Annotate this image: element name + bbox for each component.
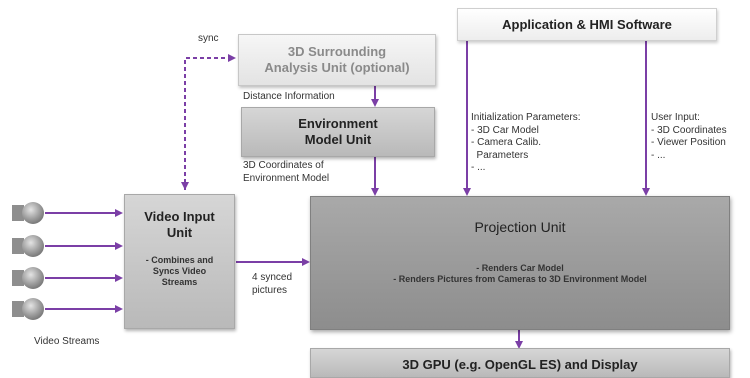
init-params-line2: - 3D Car Model bbox=[471, 124, 539, 136]
synced-pictures-label: 4 synced pictures bbox=[252, 272, 292, 297]
sync-label: sync bbox=[198, 33, 219, 44]
video-streams-label: Video Streams bbox=[34, 336, 100, 347]
projection-unit-box: Projection Unit - Renders Car Model - Re… bbox=[310, 196, 730, 330]
env-title-line1: Environment bbox=[298, 116, 378, 131]
app-hmi-box: Application & HMI Software bbox=[457, 8, 717, 41]
camera-icon bbox=[12, 298, 44, 320]
init-params-line1: Initialization Parameters: bbox=[471, 112, 581, 123]
user-input-label: User Input: - 3D Coordinates - Viewer Po… bbox=[651, 112, 727, 162]
app-hmi-title: Application & HMI Software bbox=[502, 16, 672, 32]
distance-info-label: Distance Information bbox=[243, 91, 335, 102]
user-input-line2: - 3D Coordinates bbox=[651, 124, 727, 136]
camera-icon bbox=[12, 235, 44, 257]
projection-item-1: - Renders Car Model bbox=[476, 263, 564, 273]
init-params-line5: - ... bbox=[471, 162, 486, 173]
init-params-line3: - Camera Calib. bbox=[471, 137, 542, 148]
camera-icon bbox=[12, 202, 44, 224]
video-input-box: Video Input Unit - Combines and Syncs Vi… bbox=[124, 194, 235, 329]
init-params-label: Initialization Parameters: - 3D Car Mode… bbox=[471, 112, 581, 175]
sync-dashed-arrow bbox=[184, 54, 236, 190]
video-title-line2: Unit bbox=[166, 225, 193, 240]
synced-label-line1: 4 synced bbox=[252, 272, 293, 283]
video-title-line1: Video Input bbox=[144, 209, 215, 224]
video-desc-line1: - Combines and bbox=[145, 255, 214, 265]
video-desc-line3: Streams bbox=[161, 277, 198, 287]
gpu-title: 3D GPU (e.g. OpenGL ES) and Display bbox=[402, 357, 638, 372]
user-input-line3: - Viewer Position bbox=[651, 137, 726, 148]
coords-label: 3D Coordinates of Environment Model bbox=[243, 160, 329, 185]
projection-title: Projection Unit bbox=[474, 219, 566, 235]
coords-label-line1: 3D Coordinates of bbox=[243, 160, 324, 171]
coords-label-line2: Environment Model bbox=[243, 172, 330, 184]
surround-title-line1: 3D Surrounding bbox=[287, 44, 387, 59]
projection-item-2: - Renders Pictures from Cameras to 3D En… bbox=[393, 274, 647, 284]
synced-label-line2: pictures bbox=[252, 284, 288, 296]
init-params-line4: Parameters bbox=[471, 149, 529, 161]
gpu-display-box: 3D GPU (e.g. OpenGL ES) and Display bbox=[310, 348, 730, 378]
surround-analysis-box: 3D Surrounding Analysis Unit (optional) bbox=[238, 34, 436, 86]
camera-icon bbox=[12, 267, 44, 289]
user-input-line4: - ... bbox=[651, 149, 666, 161]
user-input-line1: User Input: bbox=[651, 112, 700, 123]
video-desc-line2: Syncs Video bbox=[152, 266, 207, 276]
surround-title-line2: Analysis Unit (optional) bbox=[264, 60, 410, 75]
env-title-line2: Model Unit bbox=[304, 132, 372, 147]
environment-model-box: Environment Model Unit bbox=[241, 107, 435, 157]
